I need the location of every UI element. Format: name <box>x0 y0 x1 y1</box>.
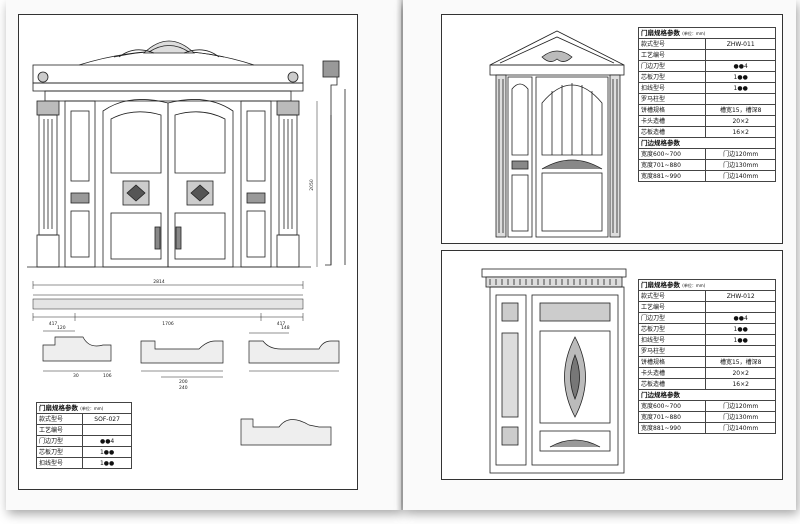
table-row: 工艺编号 <box>637 49 776 61</box>
table-row: 门边刀型●●4 <box>637 312 776 324</box>
right-bottom-table-subtitle: 门边规格参数 <box>638 389 776 401</box>
right-top-table-title: 门扇规格参数 <box>641 28 680 37</box>
profile-a-dim-1: 120 <box>57 325 66 331</box>
carved-door-elevation-drawing <box>481 268 627 474</box>
table-row: 罗马柱型 <box>637 93 776 105</box>
table-row: 门边刀型●●4 <box>637 60 776 72</box>
left-page: 2814 417 1706 417 2050 120 30 106 200 24… <box>6 0 401 510</box>
table-row: 罗马柱型 <box>637 345 776 357</box>
bottom-seg-2: 1706 <box>162 321 174 327</box>
total-height-label: 2050 <box>309 179 315 191</box>
arched-door-elevation-drawing <box>489 30 625 238</box>
profile-b-dim-3: 200 <box>179 379 188 385</box>
table-row: 工艺编号 <box>35 424 132 436</box>
right-bottom-table-title: 门扇规格参数 <box>641 280 680 289</box>
table-row: 门边刀型●●4 <box>35 435 132 447</box>
table-row: 工艺编号 <box>637 301 776 313</box>
right-top-table-unit: (单位：mm) <box>682 30 706 36</box>
bottom-seg-3: 417 <box>277 321 286 327</box>
profile-a-dim-4: 106 <box>103 373 112 379</box>
table-row: 饼槽规格槽宽15，槽深8 <box>637 104 776 116</box>
right-top-table-subtitle: 门边规格参数 <box>638 137 776 149</box>
table-row: 饼槽规格槽宽15，槽深8 <box>637 356 776 368</box>
double-door-elevation-drawing: 2814 417 1706 417 2050 120 30 106 200 24… <box>27 40 346 446</box>
left-spec-table-unit: (单位：mm) <box>80 405 104 411</box>
total-width-label: 2814 <box>153 279 165 285</box>
profile-a-dim-2: 30 <box>73 373 79 379</box>
right-bottom-table-unit: (单位：mm) <box>682 282 706 288</box>
profile-b-dim-4: 240 <box>179 385 188 391</box>
profile-c-dim-1: 148 <box>281 325 290 331</box>
bottom-seg-1: 417 <box>49 321 58 327</box>
left-spec-table-title: 门扇规格参数 <box>39 403 78 412</box>
